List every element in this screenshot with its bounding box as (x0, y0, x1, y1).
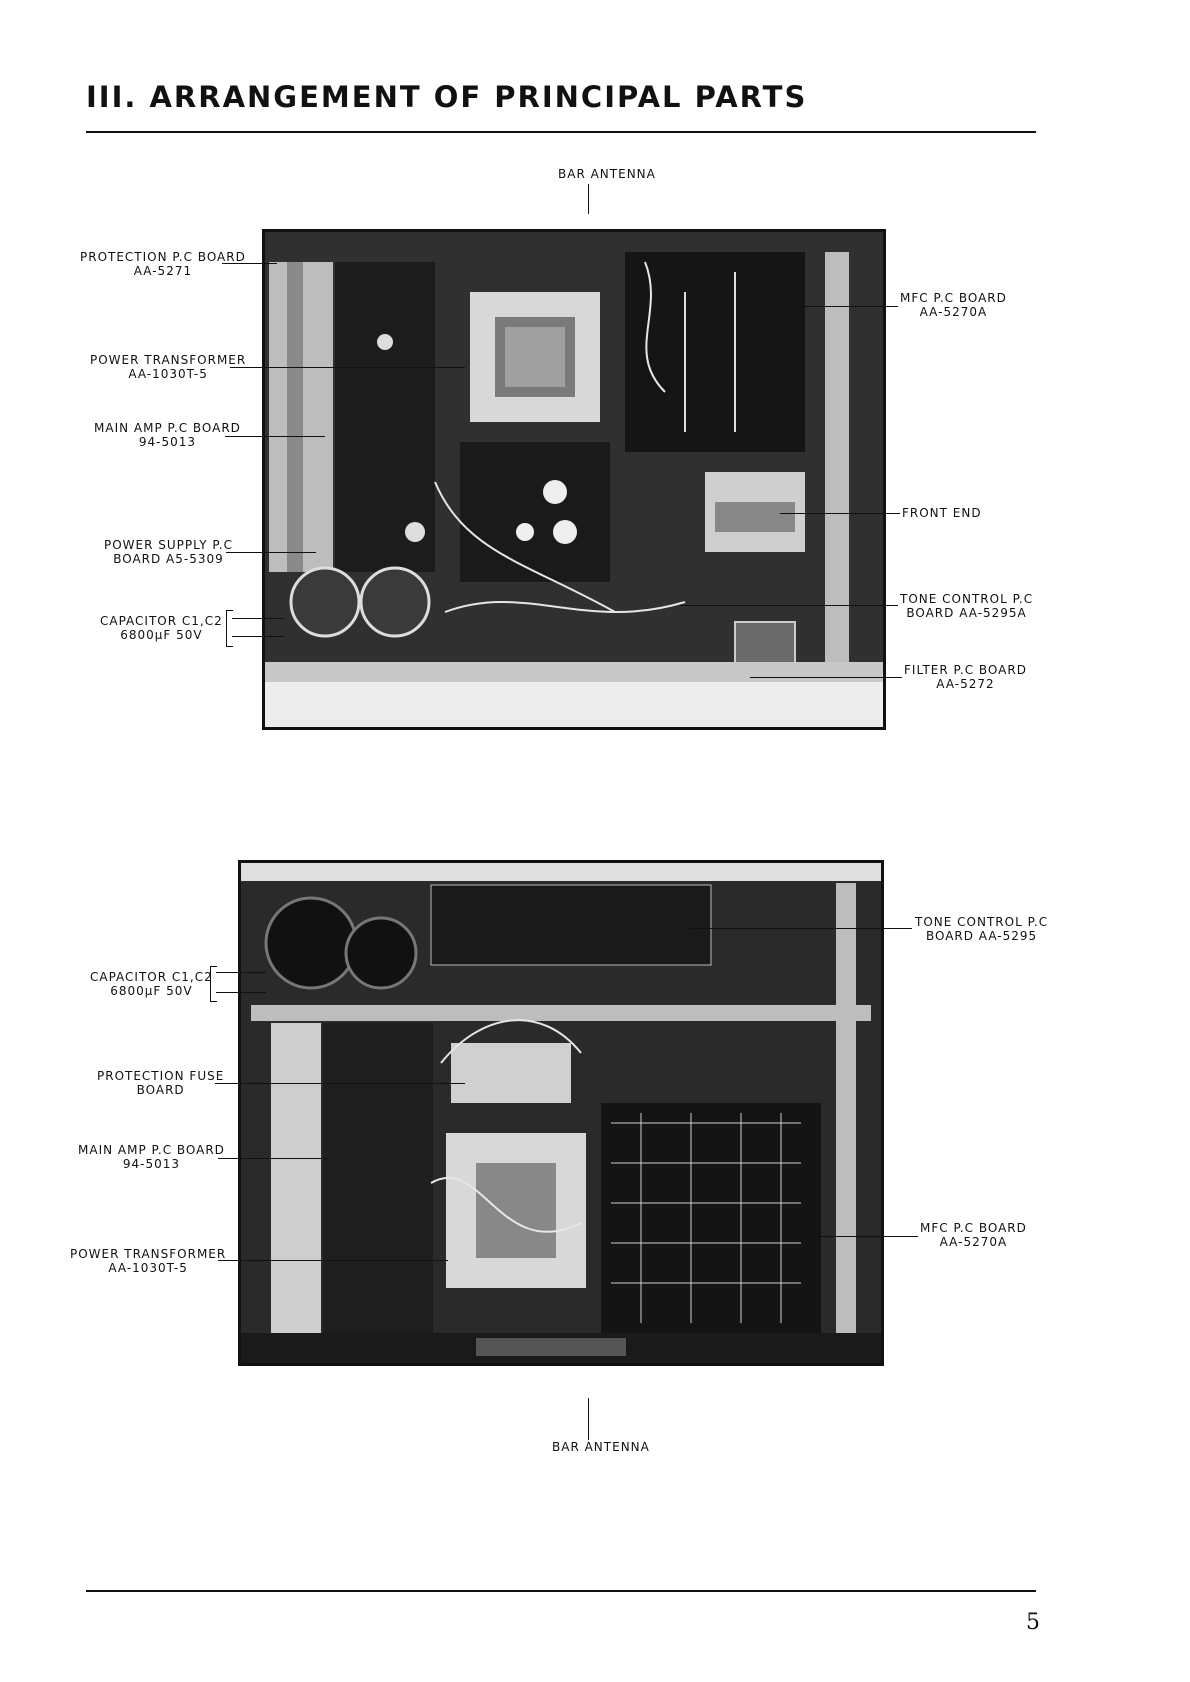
top-protection-leader (222, 263, 277, 264)
header-rule (86, 131, 1036, 133)
top-bar-antenna-label: BAR ANTENNA (558, 167, 656, 181)
top-chassis-photo (262, 229, 886, 730)
top-power-transformer-label: POWER TRANSFORMER AA-1030T-5 (90, 353, 247, 381)
top-filter-leader (750, 677, 902, 678)
top-mfc-label: MFC P.C BOARD AA-5270A (900, 291, 1007, 319)
bottom-bar-antenna-label: BAR ANTENNA (552, 1440, 650, 1454)
top-front-end-label: FRONT END (902, 506, 982, 520)
bottom-protection-fuse-leader (215, 1083, 465, 1084)
bottom-mfc-leader (820, 1236, 918, 1237)
bottom-capacitor-bracket (210, 966, 217, 1002)
top-bar-antenna-leader (588, 184, 589, 214)
bottom-mfc-label: MFC P.C BOARD AA-5270A (920, 1221, 1027, 1249)
top-main-amp-label: MAIN AMP P.C BOARD 94-5013 (94, 421, 241, 449)
top-filter-label: FILTER P.C BOARD AA-5272 (904, 663, 1027, 691)
bottom-capacitor-leader-2 (216, 992, 266, 993)
bottom-power-transformer-label: POWER TRANSFORMER AA-1030T-5 (70, 1247, 227, 1275)
top-chassis-illustration (265, 232, 883, 727)
top-power-supply-leader (226, 552, 316, 553)
top-tone-control-leader (680, 605, 898, 606)
bottom-bar-antenna-leader (588, 1398, 589, 1440)
top-power-supply-label: POWER SUPPLY P.C BOARD A5-5309 (104, 538, 233, 566)
bottom-tone-control-leader (690, 928, 912, 929)
top-capacitor-leader-1 (232, 618, 284, 619)
top-front-end-leader (780, 513, 900, 514)
top-capacitor-bracket (226, 610, 233, 647)
bottom-chassis-illustration (241, 863, 881, 1363)
top-capacitor-leader-2 (232, 636, 284, 637)
top-main-amp-leader (225, 436, 325, 437)
bottom-tone-control-label: TONE CONTROL P.C BOARD AA-5295 (915, 915, 1049, 943)
bottom-power-transformer-leader (218, 1260, 448, 1261)
bottom-capacitor-leader-1 (216, 972, 266, 973)
footer-rule (86, 1590, 1036, 1592)
top-protection-pc-board-label: PROTECTION P.C BOARD AA-5271 (80, 250, 246, 278)
top-power-transformer-leader (230, 367, 465, 368)
page-number: 5 (1026, 1610, 1040, 1635)
bottom-chassis-photo (238, 860, 884, 1366)
page-title: III. ARRANGEMENT OF PRINCIPAL PARTS (86, 80, 808, 114)
bottom-protection-fuse-label: PROTECTION FUSE BOARD (97, 1069, 225, 1097)
top-capacitor-label: CAPACITOR C1,C2 6800μF 50V (100, 614, 223, 642)
bottom-capacitor-label: CAPACITOR C1,C2 6800μF 50V (90, 970, 213, 998)
bottom-main-amp-label: MAIN AMP P.C BOARD 94-5013 (78, 1143, 225, 1171)
bottom-main-amp-leader (218, 1158, 328, 1159)
top-mfc-leader (790, 306, 898, 307)
top-tone-control-label: TONE CONTROL P.C BOARD AA-5295A (900, 592, 1034, 620)
